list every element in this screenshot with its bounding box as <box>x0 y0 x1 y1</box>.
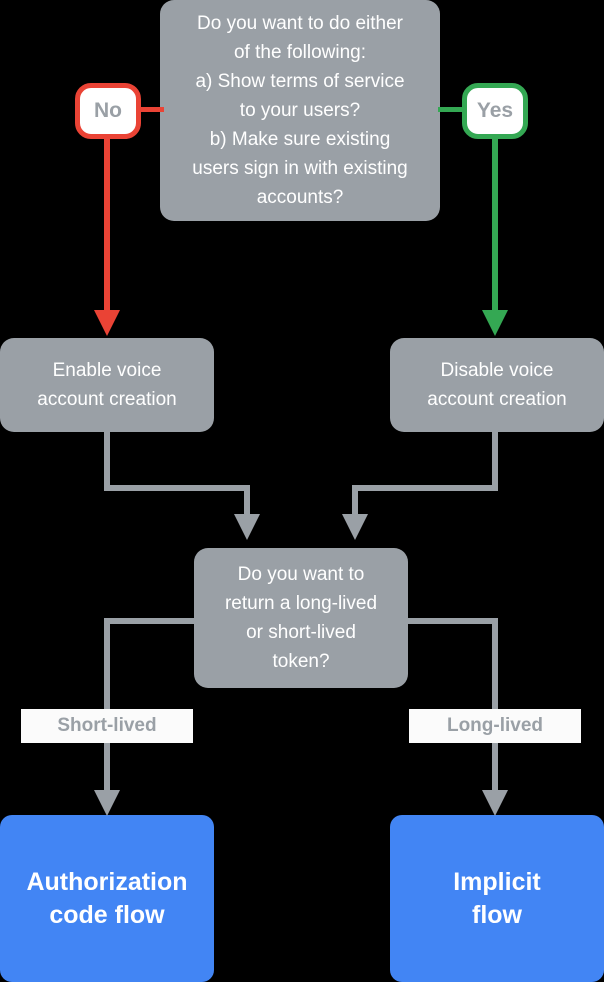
connector-disable-into-token <box>352 485 358 518</box>
top-question-line-3: a) Show terms of service <box>195 71 405 92</box>
top-question-line-2: of the following: <box>233 42 367 63</box>
connector-enable-into-token <box>244 485 250 518</box>
connector-no-vertical <box>104 136 110 314</box>
node-enable-voice-account-creation: Enable voice account creation <box>0 338 214 432</box>
top-question-line-5: b) Make sure existing <box>209 129 391 150</box>
badge-no[interactable]: No <box>75 83 141 139</box>
badge-no-label: No <box>94 99 122 122</box>
connector-enable-horizontal <box>104 485 250 491</box>
enable-voice-line-1: Enable voice <box>52 360 162 381</box>
enable-voice-line-2: account creation <box>37 389 177 410</box>
implicit-flow-line-1: Implicit <box>453 867 541 896</box>
node-implicit-flow: Implicit flow <box>390 815 604 982</box>
arrowhead-merge-left <box>234 514 260 540</box>
edge-label-short-lived-text: Short-lived <box>57 715 157 736</box>
connector-disable-down <box>492 432 498 491</box>
connector-no-stub <box>138 107 164 112</box>
connector-disable-horizontal <box>352 485 498 491</box>
token-question-line-2: return a long-lived <box>224 593 378 614</box>
edge-label-long-lived-text: Long-lived <box>446 715 544 736</box>
arrowhead-authorization-code-flow <box>94 790 120 816</box>
implicit-flow-line-2: flow <box>472 900 522 929</box>
node-disable-voice-account-creation: Disable voice account creation <box>390 338 604 432</box>
node-top-question: Do you want to do either of the followin… <box>160 0 440 221</box>
arrowhead-merge-right <box>342 514 368 540</box>
connector-token-right-horizontal <box>402 618 498 624</box>
arrowhead-implicit-flow <box>482 790 508 816</box>
token-question-line-1: Do you want to <box>237 564 365 585</box>
top-question-line-7: accounts? <box>256 187 344 208</box>
node-token-question: Do you want to return a long-lived or sh… <box>194 548 408 688</box>
top-question-line-1: Do you want to do either <box>197 13 403 34</box>
edge-label-short-lived[interactable]: Short-lived <box>21 709 193 743</box>
node-authorization-code-flow: Authorization code flow <box>0 815 214 982</box>
connector-token-left-horizontal <box>104 618 200 624</box>
authorization-code-flow-line-2: code flow <box>49 900 165 929</box>
connector-yes-vertical <box>492 136 498 314</box>
arrowhead-yes <box>482 310 508 336</box>
arrowhead-no <box>94 310 120 336</box>
top-question-line-4: to your users? <box>239 100 361 121</box>
connector-yes-stub <box>438 107 464 112</box>
token-question-line-4: token? <box>272 651 330 672</box>
connector-enable-down <box>104 432 110 491</box>
badge-yes[interactable]: Yes <box>462 83 528 139</box>
disable-voice-line-1: Disable voice <box>440 360 554 381</box>
disable-voice-line-2: account creation <box>427 389 567 410</box>
badge-yes-label: Yes <box>476 99 514 122</box>
top-question-line-6: users sign in with existing <box>192 158 408 179</box>
authorization-code-flow-line-1: Authorization <box>26 867 188 896</box>
token-question-line-3: or short-lived <box>246 622 356 643</box>
edge-label-long-lived[interactable]: Long-lived <box>409 709 581 743</box>
